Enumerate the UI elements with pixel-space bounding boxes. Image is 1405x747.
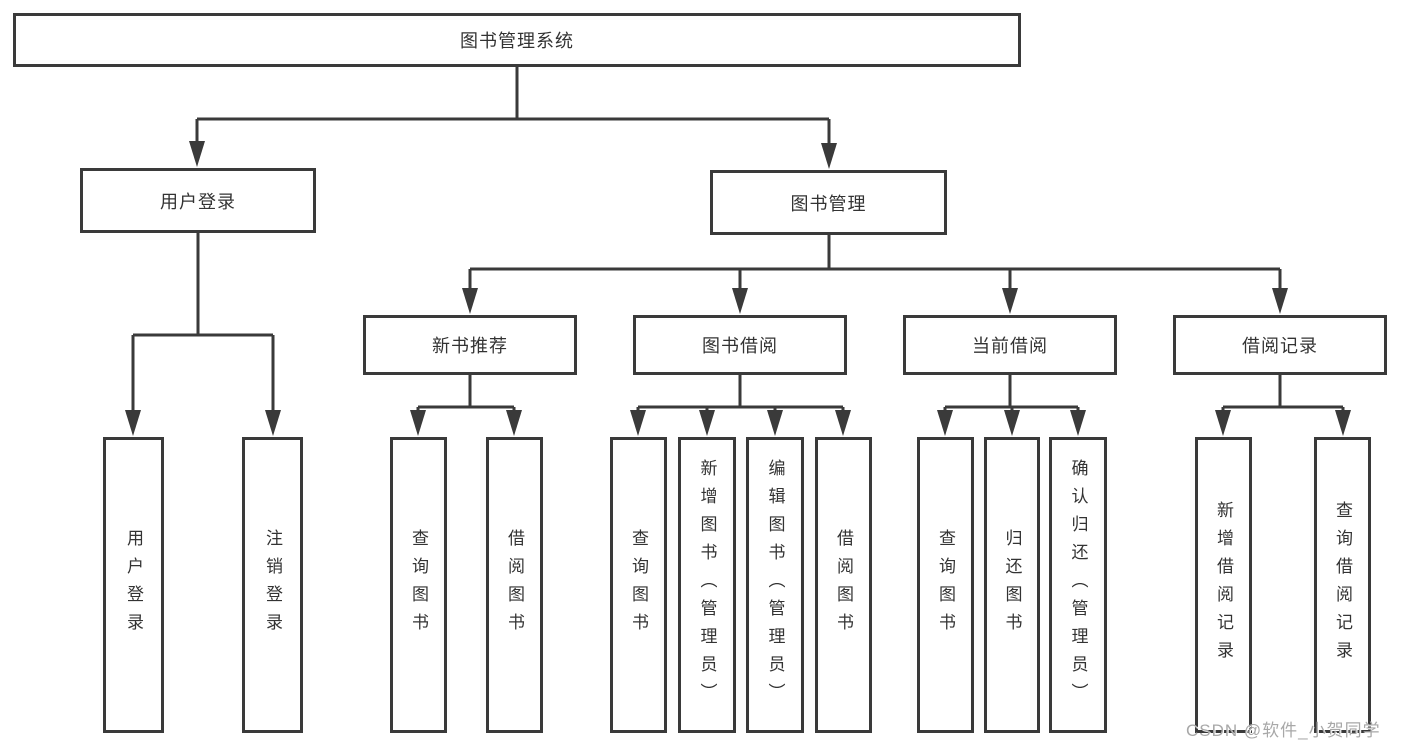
arrowhead-down-icon (189, 141, 205, 167)
arrowhead-down-icon (1070, 410, 1086, 436)
connector-line (416, 375, 516, 414)
arrowhead-down-icon (699, 410, 715, 436)
node-user-login-leaf: 用户登录 (103, 437, 164, 733)
arrowhead-down-icon (1272, 288, 1288, 314)
arrowhead-down-icon (767, 410, 783, 436)
connector-user-login-to-leaves (125, 233, 281, 436)
arrowhead-down-icon (125, 410, 141, 436)
node-query-books-3: 查询图书 (917, 437, 974, 733)
node-add-borrow-record: 新增借阅记录 (1195, 437, 1252, 733)
connector-book-management-to-level3 (462, 235, 1288, 314)
arrowhead-down-icon (835, 410, 851, 436)
node-book-management-system: 图书管理系统 (13, 13, 1021, 67)
node-borrow-books-1: 借阅图书 (486, 437, 543, 733)
connector-new-book-to-leaves (410, 375, 522, 436)
connector-book-borrowing-to-leaves (630, 375, 851, 436)
node-query-borrow-record: 查询借阅记录 (1314, 437, 1371, 733)
connector-borrowing-records-to-leaves (1215, 375, 1351, 436)
connector-line (1221, 375, 1345, 414)
arrowhead-down-icon (506, 410, 522, 436)
node-logout: 注销登录 (242, 437, 303, 733)
connector-root-to-level2 (189, 67, 837, 169)
connector-line (943, 375, 1080, 414)
node-book-borrowing: 图书借阅 (633, 315, 847, 375)
arrowhead-down-icon (410, 410, 426, 436)
csdn-watermark: CSDN @软件_小贺同学 (1186, 721, 1381, 740)
arrowhead-down-icon (732, 288, 748, 314)
arrowhead-down-icon (1335, 410, 1351, 436)
arrowhead-down-icon (1215, 410, 1231, 436)
node-borrowing-records: 借阅记录 (1173, 315, 1387, 375)
node-query-books-1: 查询图书 (390, 437, 447, 733)
node-confirm-return-admin: 确认归还（管理员） (1049, 437, 1107, 733)
node-add-book-admin: 新增图书（管理员） (678, 437, 736, 733)
arrowhead-down-icon (1004, 410, 1020, 436)
node-return-books: 归还图书 (984, 437, 1040, 733)
connector-current-borrowing-to-leaves (937, 375, 1086, 436)
arrowhead-down-icon (821, 143, 837, 169)
arrowhead-down-icon (630, 410, 646, 436)
arrowhead-down-icon (1002, 288, 1018, 314)
connector-line (468, 235, 1282, 292)
node-borrow-books-2: 借阅图书 (815, 437, 872, 733)
node-query-books-2: 查询图书 (610, 437, 667, 733)
connector-line (636, 375, 845, 414)
connector-line (195, 67, 831, 149)
node-current-borrowing: 当前借阅 (903, 315, 1117, 375)
node-new-book-recommendation: 新书推荐 (363, 315, 577, 375)
node-book-management: 图书管理 (710, 170, 947, 235)
arrowhead-down-icon (462, 288, 478, 314)
connector-line (131, 233, 275, 414)
arrowhead-down-icon (937, 410, 953, 436)
node-user-login: 用户登录 (80, 168, 316, 233)
arrowhead-down-icon (265, 410, 281, 436)
node-edit-book-admin: 编辑图书（管理员） (746, 437, 804, 733)
